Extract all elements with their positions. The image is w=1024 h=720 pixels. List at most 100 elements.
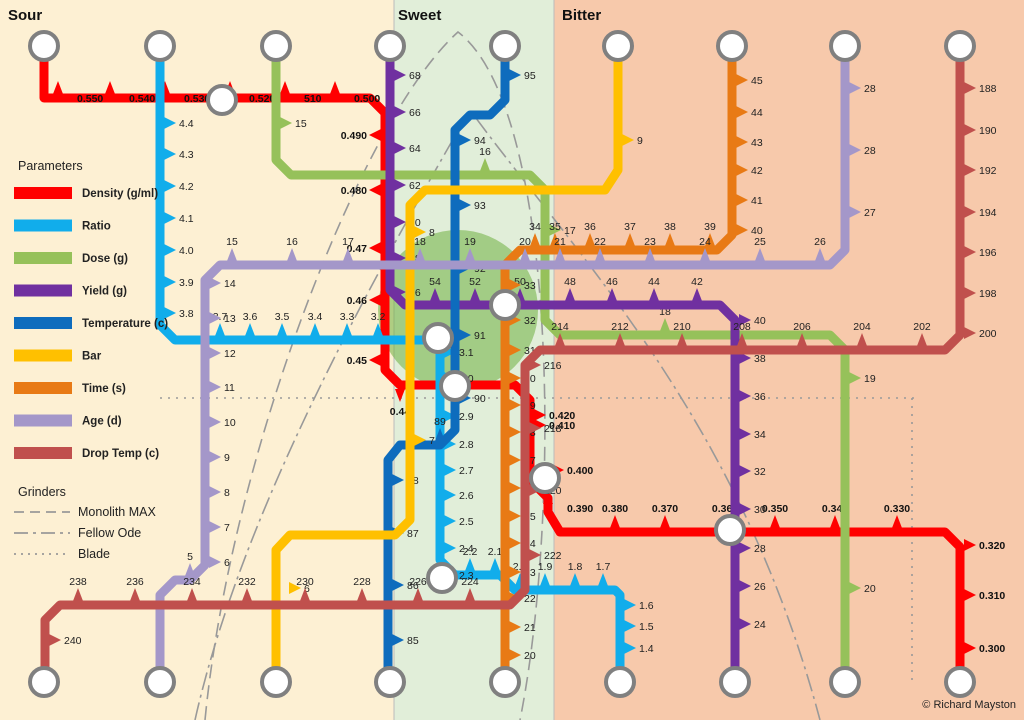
tick-label: 62 — [409, 180, 421, 192]
tick-label: 4.2 — [179, 181, 194, 193]
tick-marker — [310, 323, 320, 336]
tick-label: 4.1 — [179, 213, 194, 225]
tick-label: 0.420 — [549, 410, 575, 422]
tick-label: 0.310 — [979, 590, 1005, 602]
tick-label: 0.500 — [354, 93, 380, 105]
tick-marker — [534, 409, 546, 421]
tick-label: 91 — [474, 330, 486, 342]
tick-marker — [509, 426, 521, 438]
legend-grinder-label: Monolith MAX — [78, 505, 156, 519]
legend-item-label: Yield (g) — [82, 286, 127, 298]
zone-sweet-label: Sweet — [398, 7, 441, 24]
tick-label: 9 — [637, 135, 643, 147]
tick-marker — [830, 515, 840, 528]
tick-label: 8 — [224, 487, 230, 499]
tick-marker — [300, 588, 310, 601]
tick-label: 89 — [434, 416, 446, 428]
station-node — [944, 30, 976, 62]
tick-marker — [164, 148, 176, 160]
tick-marker — [465, 588, 475, 601]
tick-label: 52 — [469, 276, 481, 288]
tick-marker — [394, 69, 406, 81]
tick-label: 20 — [864, 583, 876, 595]
tick-marker — [849, 372, 861, 384]
tick-marker — [209, 486, 221, 498]
tick-label: 8 — [429, 227, 435, 239]
tick-marker — [739, 428, 751, 440]
tick-marker — [444, 464, 456, 476]
station-node — [604, 666, 636, 698]
tick-label: 2.6 — [459, 490, 474, 502]
legend-item-label: Temperature (c) — [82, 318, 168, 330]
tick-marker — [530, 233, 540, 246]
tick-label: 3.1 — [459, 347, 474, 359]
tick-label: 21 — [524, 622, 536, 634]
tick-label: 19 — [464, 236, 476, 248]
tick-label: 0.550 — [77, 93, 103, 105]
tick-label: 26 — [814, 236, 826, 248]
tick-marker — [543, 491, 553, 504]
tick-label: 7 — [429, 435, 435, 447]
tick-label: 56 — [409, 287, 421, 299]
tick-marker — [470, 288, 480, 301]
tick-label: 20 — [524, 650, 536, 662]
tick-marker — [357, 588, 367, 601]
tick-label: 25 — [754, 236, 766, 248]
tick-label: 3.6 — [243, 311, 258, 323]
tick-label: 208 — [733, 321, 751, 333]
station-node — [602, 30, 634, 62]
tick-marker — [342, 323, 352, 336]
tick-label: 12 — [224, 348, 236, 360]
tick-marker — [394, 179, 406, 191]
tick-marker — [555, 333, 565, 346]
tick-marker — [736, 106, 748, 118]
tick-label: 18 — [414, 236, 426, 248]
tick-label: 222 — [544, 550, 562, 562]
tick-label: 19 — [864, 373, 876, 385]
tick-label: 2.5 — [459, 516, 474, 528]
tick-label: 60 — [409, 217, 421, 229]
tick-label: 0.540 — [129, 93, 155, 105]
zone-bitter — [554, 0, 1024, 720]
tick-label: 95 — [524, 70, 536, 82]
tick-marker — [209, 451, 221, 463]
tick-label: 41 — [751, 195, 763, 207]
line-7: 2828272625242322212019181716151413121110… — [155, 43, 876, 685]
fellow-ode-curve — [194, 108, 821, 720]
tick-label: 7 — [224, 522, 230, 534]
legend-swatch — [14, 252, 72, 264]
tick-marker — [509, 566, 521, 578]
station-node — [422, 322, 454, 354]
station-node — [829, 666, 861, 698]
tick-marker — [917, 333, 927, 346]
tick-marker — [615, 333, 625, 346]
tick-label: 24 — [699, 236, 711, 248]
route-path — [500, 43, 737, 685]
tick-label: 64 — [409, 143, 421, 155]
tick-label: 2.7 — [459, 465, 474, 477]
tick-label: 38 — [664, 221, 676, 233]
tick-label: 27 — [864, 207, 876, 219]
tick-marker — [736, 74, 748, 86]
tick-marker — [392, 634, 404, 646]
tick-marker — [549, 224, 561, 236]
credit-text: © Richard Mayston — [922, 699, 1016, 711]
legend-swatch — [14, 447, 72, 459]
tick-label: 1.7 — [596, 561, 611, 573]
tick-marker — [529, 422, 541, 434]
tick-label: 30 — [754, 504, 766, 516]
tick-label: 2.4 — [459, 543, 474, 555]
route-path — [271, 43, 850, 685]
tick-label: 31 — [524, 345, 536, 357]
tick-marker — [964, 327, 976, 339]
station-node — [426, 562, 458, 594]
tick-label: 234 — [183, 576, 201, 588]
station-node — [206, 84, 238, 116]
tick-marker — [435, 428, 445, 441]
tick-marker — [739, 465, 751, 477]
tick-marker — [369, 294, 381, 306]
tick-label: 0.480 — [341, 185, 367, 197]
tick-label: 1.6 — [639, 600, 654, 612]
